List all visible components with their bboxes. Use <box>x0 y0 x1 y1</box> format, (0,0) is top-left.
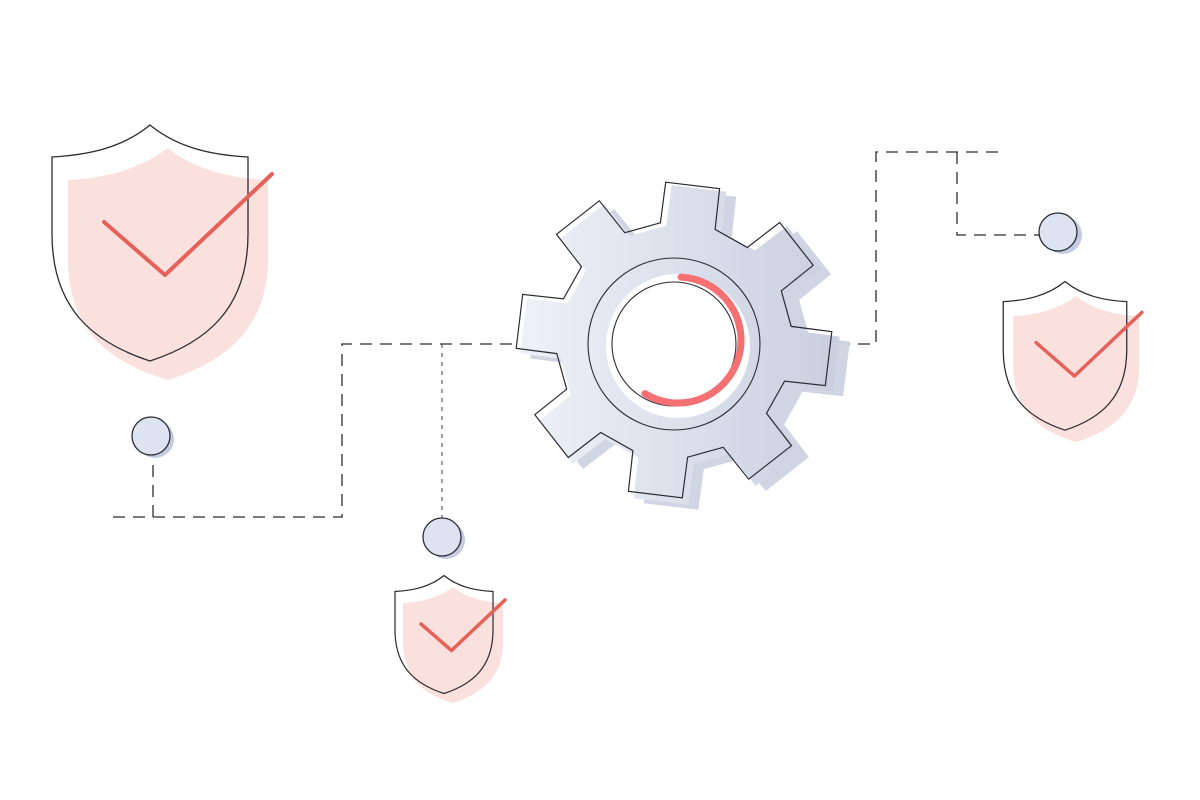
connector-lines <box>113 151 1040 518</box>
gear-outline <box>515 181 833 499</box>
connector-right-main <box>838 151 1000 345</box>
node-dot-right <box>1038 212 1082 254</box>
shield-check-icon <box>394 574 507 703</box>
gear-progress-ring <box>641 273 745 407</box>
node-dot-left <box>131 416 174 458</box>
connector-right-node <box>956 152 1040 236</box>
gear-hub-inner <box>606 274 750 418</box>
shield-check-icon <box>1002 280 1144 443</box>
connector-left-main <box>113 343 520 518</box>
gear-hub-outer <box>587 257 761 431</box>
node-dot-middle <box>422 517 465 559</box>
shield-check-icon <box>51 124 274 380</box>
gear-icon <box>515 181 850 510</box>
